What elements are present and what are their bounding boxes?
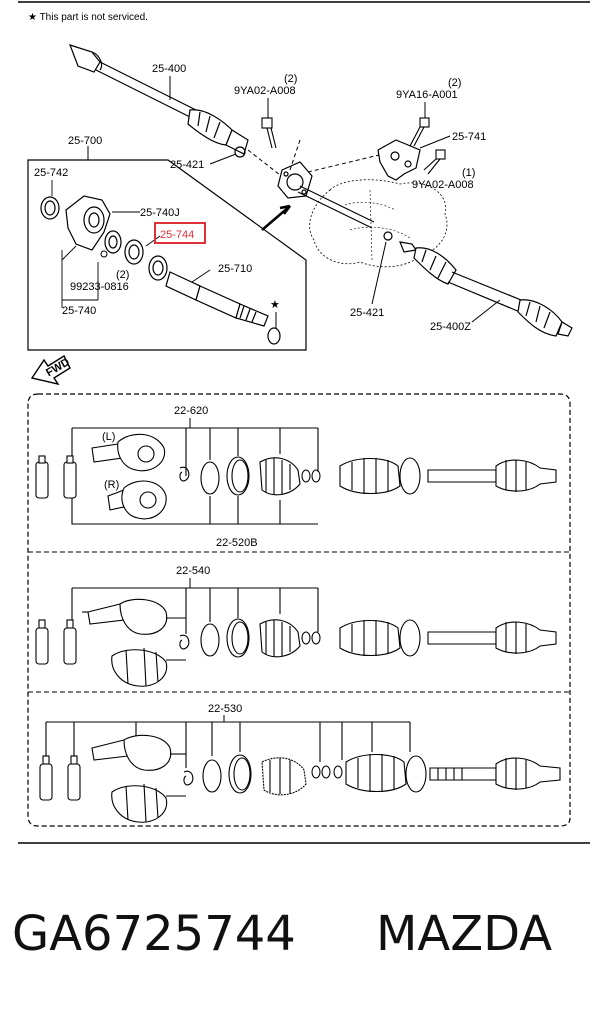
dashed-guide-1 bbox=[247, 149, 281, 176]
seal-25-744b bbox=[148, 255, 168, 281]
inset-arrow bbox=[261, 204, 291, 231]
not-serviced-note: ★ This part is not serviced. bbox=[28, 12, 148, 23]
snap-ring-25-740j bbox=[104, 230, 122, 254]
label-99233-0816: 99233-0816 bbox=[70, 281, 129, 293]
bolt-9ya02-right bbox=[423, 149, 446, 175]
bolt-9ya16 bbox=[409, 117, 430, 147]
intermediate-shaft bbox=[297, 185, 375, 229]
label-25-710: 25-710 bbox=[218, 263, 252, 275]
kit-22-620 bbox=[35, 427, 557, 525]
label-22-540: 22-540 bbox=[176, 565, 210, 577]
highlight-25-744[interactable] bbox=[154, 222, 206, 244]
label-22-520b: 22-520B bbox=[216, 537, 258, 549]
circlip-25-421-top bbox=[234, 146, 246, 158]
label-25-700: 25-700 bbox=[68, 135, 102, 147]
label-25-740: 25-740 bbox=[62, 305, 96, 317]
label-l: (L) bbox=[102, 431, 115, 443]
leader-25-400z bbox=[471, 299, 501, 323]
label-25-741: 25-741 bbox=[452, 131, 486, 143]
small-bolt-inset bbox=[100, 250, 108, 258]
label-25-740j: 25-740J bbox=[140, 207, 180, 219]
bearing-support bbox=[277, 161, 313, 199]
kit-22-540 bbox=[35, 587, 557, 687]
star-marker: ★ bbox=[270, 299, 280, 311]
leader-25-421-bot bbox=[371, 241, 387, 305]
circlip-25-421-bot bbox=[383, 231, 393, 241]
label-9ya02-a008-b: 9YA02-A008 bbox=[412, 179, 474, 191]
label-qty-c: (1) bbox=[462, 167, 475, 179]
label-22-620: 22-620 bbox=[174, 405, 208, 417]
engine-detail bbox=[344, 189, 411, 261]
fwd-arrow: FWD bbox=[30, 354, 72, 386]
label-22-530: 22-530 bbox=[208, 703, 242, 715]
label-25-744[interactable]: 25-744 bbox=[160, 229, 194, 241]
label-9ya02-a008-a: 9YA02-A008 bbox=[234, 85, 296, 97]
kit-outline bbox=[27, 393, 571, 827]
bracket-25-741 bbox=[377, 139, 421, 181]
inset-box-25-700 bbox=[27, 159, 307, 351]
seal-25-742 bbox=[40, 196, 60, 220]
label-qty-d: (2) bbox=[116, 269, 129, 281]
brand-name: MAZDA bbox=[376, 906, 552, 962]
bolt-9ya02-top bbox=[261, 117, 277, 149]
right-driveshaft bbox=[399, 241, 573, 337]
part-number: GA6725744 bbox=[12, 906, 296, 962]
shaft-25-710 bbox=[165, 271, 269, 327]
leader-25-421-top bbox=[209, 153, 237, 165]
seal-25-744 bbox=[124, 239, 144, 265]
label-25-421-top: 25-421 bbox=[170, 159, 204, 171]
label-25-400z: 25-400Z bbox=[430, 321, 471, 333]
label-25-421-bot: 25-421 bbox=[350, 307, 384, 319]
circlip-star bbox=[267, 327, 281, 345]
kit-22-530 bbox=[39, 721, 561, 823]
label-25-742: 25-742 bbox=[34, 167, 68, 179]
label-9ya16-a001: 9YA16-A001 bbox=[396, 89, 458, 101]
inset-leaders bbox=[51, 180, 211, 308]
label-r: (R) bbox=[104, 479, 119, 491]
bearing-housing-inset bbox=[65, 195, 111, 251]
label-qty-b: (2) bbox=[448, 77, 461, 89]
leader-25-741 bbox=[419, 135, 451, 149]
dashed-guide-3 bbox=[289, 139, 301, 171]
label-qty-a: (2) bbox=[284, 73, 297, 85]
label-25-400: 25-400 bbox=[152, 63, 186, 75]
